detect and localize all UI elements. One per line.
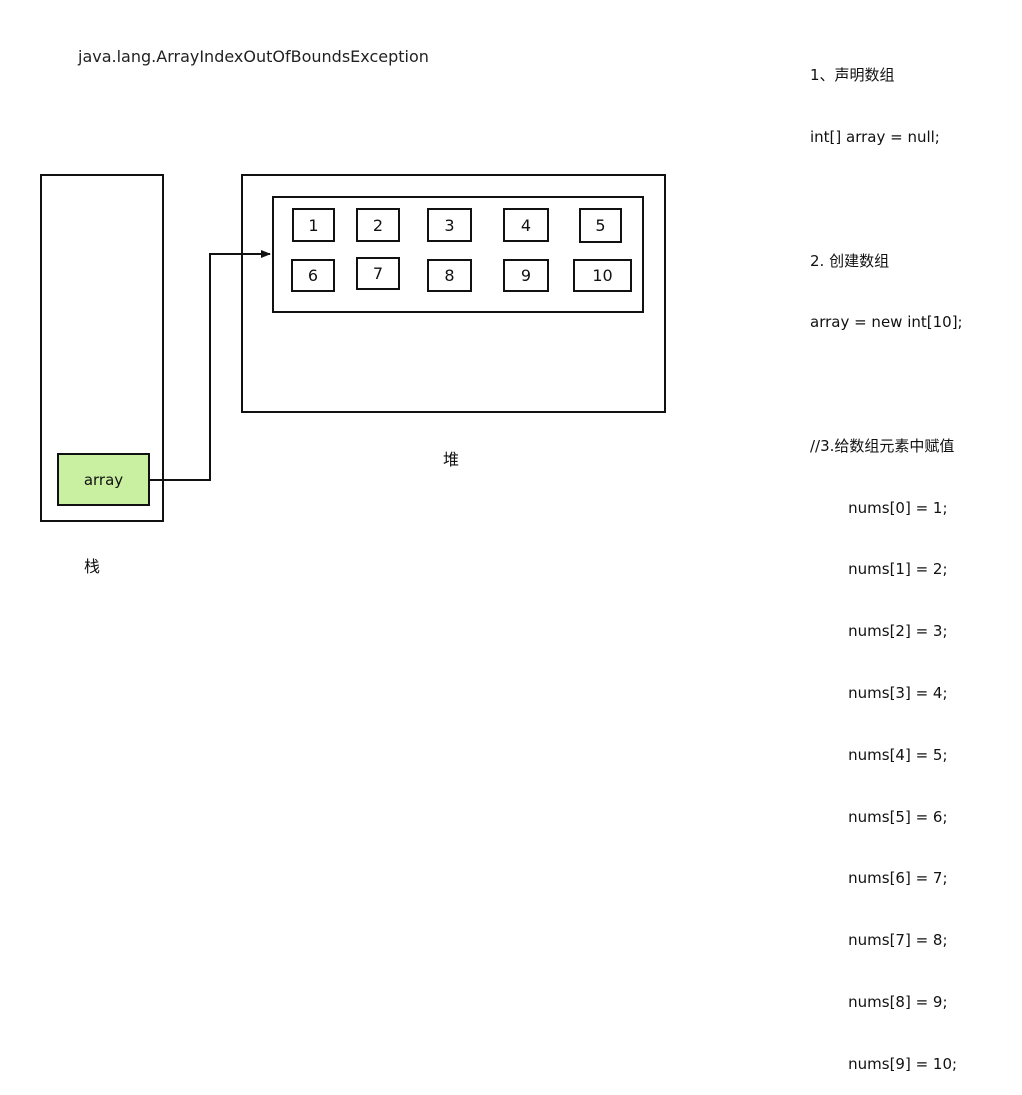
- array-variable: array: [57, 453, 150, 506]
- code-line: int[] array = null;: [810, 127, 940, 146]
- stack-label: 栈: [84, 557, 101, 576]
- code-line: 2. 创建数组: [810, 251, 890, 270]
- array-cell-8: 9: [503, 259, 549, 292]
- code-line: array = new int[10];: [810, 313, 963, 332]
- code-line: nums[0] = 1;: [810, 498, 948, 517]
- code-line: nums[3] = 4;: [810, 684, 948, 702]
- code-line: nums[5] = 6;: [810, 807, 948, 826]
- array-cell-0: 1: [292, 208, 335, 242]
- array-cell-6: 7: [356, 257, 400, 290]
- exception-label: java.lang.ArrayIndexOutOfBoundsException: [78, 47, 429, 66]
- array-cell-7: 8: [427, 259, 472, 292]
- code-line: nums[4] = 5;: [810, 745, 948, 764]
- code-line: nums[9] = 10;: [810, 1054, 958, 1073]
- array-object: [272, 196, 644, 313]
- code-line: nums[7] = 8;: [810, 931, 948, 950]
- array-cell-1: 2: [356, 208, 400, 242]
- array-cell-2: 3: [427, 208, 472, 242]
- code-line: [810, 374, 963, 395]
- array-cell-4: 5: [579, 208, 622, 243]
- array-cell-3: 4: [503, 208, 549, 242]
- code-line: [810, 189, 963, 210]
- code-line: nums[1] = 2;: [810, 560, 948, 579]
- code-line: nums[2] = 3;: [810, 622, 948, 641]
- code-line: nums[8] = 9;: [810, 992, 948, 1011]
- array-cell-5: 6: [291, 259, 335, 292]
- code-line: nums[6] = 7;: [810, 869, 948, 888]
- code-line: 1、声明数组: [810, 66, 895, 85]
- heap-label: 堆: [443, 450, 460, 469]
- array-cell-9: 10: [573, 259, 632, 292]
- code-line: //3.给数组元素中赋值: [810, 436, 955, 455]
- code-notes: 1、声明数组 int[] array = null; 2. 创建数组 array…: [810, 24, 963, 1095]
